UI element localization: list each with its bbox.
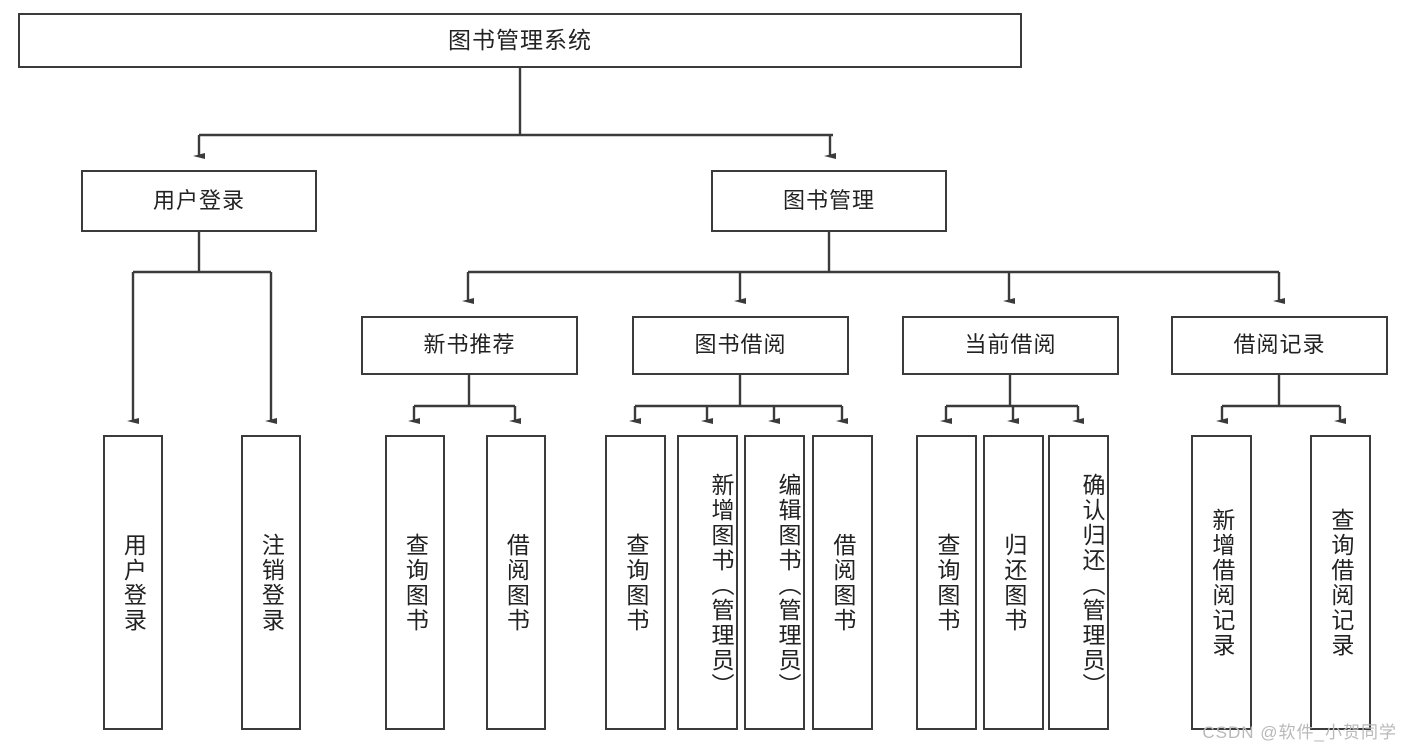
leaf-label: 确认归还（管理员） [1079,473,1105,698]
leaf-book-borrow-add-book[interactable]: 新增图书（管理员） [677,435,738,730]
leaf-book-borrow-borrow-book[interactable]: 借阅图书 [812,435,873,730]
leaf-user-login-logout[interactable]: 注销登录 [241,435,301,730]
leaf-label: 查询图书 [402,532,429,633]
leaf-new-book-query-book[interactable]: 查询图书 [385,435,445,730]
leaf-book-borrow-query-book[interactable]: 查询图书 [605,435,666,730]
leaf-label: 注销登录 [258,532,285,633]
leaf-label: 借阅图书 [829,532,856,633]
leaf-label: 借阅图书 [503,532,530,633]
node-new-book-recommend[interactable]: 新书推荐 [361,316,578,375]
leaf-new-book-borrow-book[interactable]: 借阅图书 [486,435,546,730]
node-book-borrow[interactable]: 图书借阅 [632,316,849,375]
leaf-label: 归还图书 [1000,532,1027,633]
leaf-label: 查询图书 [622,532,649,633]
csdn-watermark: CSDN @软件_小贺同学 [1202,723,1397,742]
leaf-borrow-record-add-record[interactable]: 新增借阅记录 [1191,435,1252,730]
node-book-management[interactable]: 图书管理 [711,170,947,232]
leaf-user-login-login[interactable]: 用户登录 [103,435,163,730]
leaf-current-borrow-query-book[interactable]: 查询图书 [916,435,977,730]
leaf-label: 新增图书（管理员） [708,473,734,698]
leaf-borrow-record-query-record[interactable]: 查询借阅记录 [1310,435,1371,730]
leaf-book-borrow-edit-book[interactable]: 编辑图书（管理员） [744,435,805,730]
leaf-current-borrow-confirm-return[interactable]: 确认归还（管理员） [1048,435,1109,730]
leaf-label: 查询借阅记录 [1327,507,1354,658]
node-user-login[interactable]: 用户登录 [81,170,317,232]
leaf-label: 新增借阅记录 [1208,507,1235,658]
node-current-borrow[interactable]: 当前借阅 [902,316,1119,375]
leaf-label: 用户登录 [120,532,147,633]
leaf-label: 编辑图书（管理员） [775,473,801,698]
node-borrow-record[interactable]: 借阅记录 [1171,316,1388,375]
leaf-current-borrow-return-book[interactable]: 归还图书 [983,435,1044,730]
node-root-system[interactable]: 图书管理系统 [18,13,1022,68]
leaf-label: 查询图书 [933,532,960,633]
